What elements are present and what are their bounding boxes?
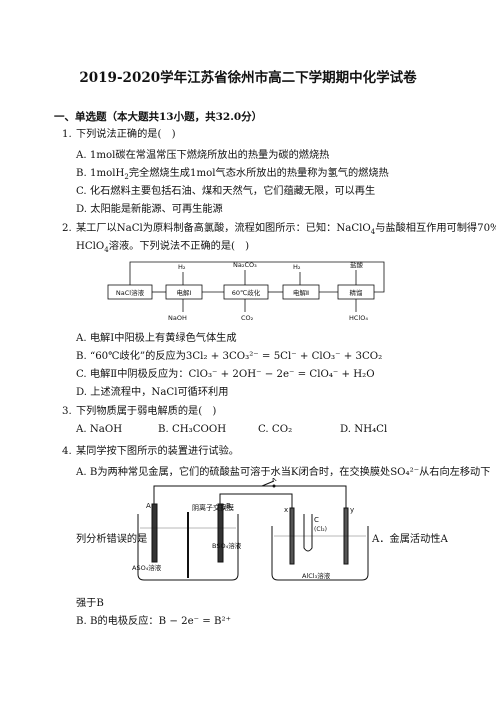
q3-option-b: B. CH₃COOH	[158, 424, 227, 435]
cl2-label: (Cl₂)	[314, 526, 327, 533]
gas-tube	[303, 514, 313, 552]
bso4-label: BSO₄溶液	[212, 541, 242, 550]
q2-option-c: C. 电解Ⅱ中阴极反应为：ClO₃⁻ + 2OH⁻ − 2e⁻ = ClO₄⁻ …	[76, 369, 375, 380]
q1-stem: 下列说法正确的是( )	[76, 129, 176, 140]
flow-box-e1-label: 电解Ⅰ	[177, 288, 192, 297]
q4-option-a-line1: A. B为两种常见金属，它们的硫酸盐可溶于水当K闭合时，在交换膜处SO₄²⁻从右…	[76, 467, 491, 478]
flow-co2: CO₂	[241, 314, 254, 322]
left-cell-beaker	[137, 514, 239, 581]
q4-stem: 某同学按下图所示的装置进行试验。	[76, 446, 239, 457]
c-label: C	[314, 516, 319, 524]
q4-option-a-line2: 列分析错误的是	[76, 534, 148, 545]
q4-option-a-line3: 强于B	[76, 598, 104, 609]
flow-h2-b: H₂	[293, 263, 301, 271]
q2-stem-line1: 某工厂以NaCl为原料制备高氯酸，流程如图所示：已知：NaClO4与盐酸相互作用…	[76, 223, 496, 237]
b-label: B	[226, 502, 231, 510]
flow-hclo4: HClO₄	[349, 314, 368, 322]
a-label: A	[146, 502, 151, 510]
q1-option-c: C. 化石燃料主要包括石油、煤和天然气，它们蕴藏无限，可以再生	[76, 186, 376, 197]
q2-option-b: B. “60℃歧化”的反应为3Cl₂ + 3CO₃²⁻ = 5Cl⁻ + ClO…	[76, 351, 383, 362]
q3-stem: 下列物质属于弱电解质的是( )	[76, 406, 217, 417]
k-label: K	[272, 478, 277, 483]
switch-k	[261, 480, 275, 487]
q3-option-a: A. NaOH	[76, 424, 123, 435]
flow-box-disp-label: 60℃歧化	[232, 288, 261, 297]
q1-option-a: A. 1mol碳在常温常压下燃烧所放出的热量为碳的燃烧热	[76, 150, 330, 161]
x-label: x	[284, 506, 288, 514]
flow-box-nacl-label: NaCl溶液	[116, 288, 145, 297]
y-label: y	[350, 506, 354, 514]
alcl3-label: AlCl₃溶液	[302, 571, 331, 580]
flow-naoh: NaOH	[168, 314, 187, 322]
q2-number: 2.	[62, 223, 72, 234]
flow-box-dist-label: 精馏	[350, 288, 364, 297]
electrode-a	[151, 503, 158, 563]
q1-number: 1.	[62, 129, 72, 140]
q4-apparatus-diagram: 阴离子交换膜 K A B x y C (Cl₂) ASO₄溶液 BSO₄溶液 A…	[132, 478, 369, 581]
q2-option-a: A. 电解Ⅰ中阳极上有黄绿色气体生成	[76, 333, 237, 344]
flow-na2co3: Na₂CO₃	[233, 261, 257, 269]
q2-option-d: D. 上述流程中，NaCl可循环利用	[76, 387, 229, 398]
q3-option-d: D. NH₄Cl	[340, 424, 388, 435]
aso4-label: ASO₄溶液	[132, 563, 162, 572]
membrane-label: 阴离子交换膜	[192, 503, 234, 512]
q1-option-d: D. 太阳能是新能源、可再生能源	[76, 204, 223, 215]
section-heading: 一、单选题（本大题共13小题，共32.0分）	[54, 111, 263, 123]
flow-hcl: 盐酸	[350, 260, 364, 269]
q3-number: 3.	[62, 406, 72, 417]
q4-number: 4.	[62, 446, 72, 457]
q4-option-a-line2-right: A．金属活动性A	[372, 534, 448, 545]
q2-stem-line2: HClO4溶液。下列说法不正确的是( )	[76, 241, 250, 255]
page-title: 2019-2020学年江苏省徐州市高二下学期期中化学试卷	[79, 70, 417, 86]
flow-box-e2-label: 电解Ⅱ	[293, 288, 309, 297]
right-cell-beaker	[271, 526, 369, 581]
q2-flow-diagram: H₂ Na₂CO₃ H₂ 盐酸 NaOH CO₂ HClO₄ NaCl溶液 电解…	[107, 260, 385, 322]
q3-option-c: C. CO₂	[258, 424, 293, 435]
q1-option-b: B. 1molH2完全燃烧生成1mol气态水所放出的热量称为氢气的燃烧热	[76, 168, 389, 182]
q4-option-b: B. B的电极反应：B − 2e⁻ = B²⁺	[76, 616, 231, 627]
flow-h2-a: H₂	[178, 263, 186, 271]
electrode-b	[217, 503, 224, 563]
